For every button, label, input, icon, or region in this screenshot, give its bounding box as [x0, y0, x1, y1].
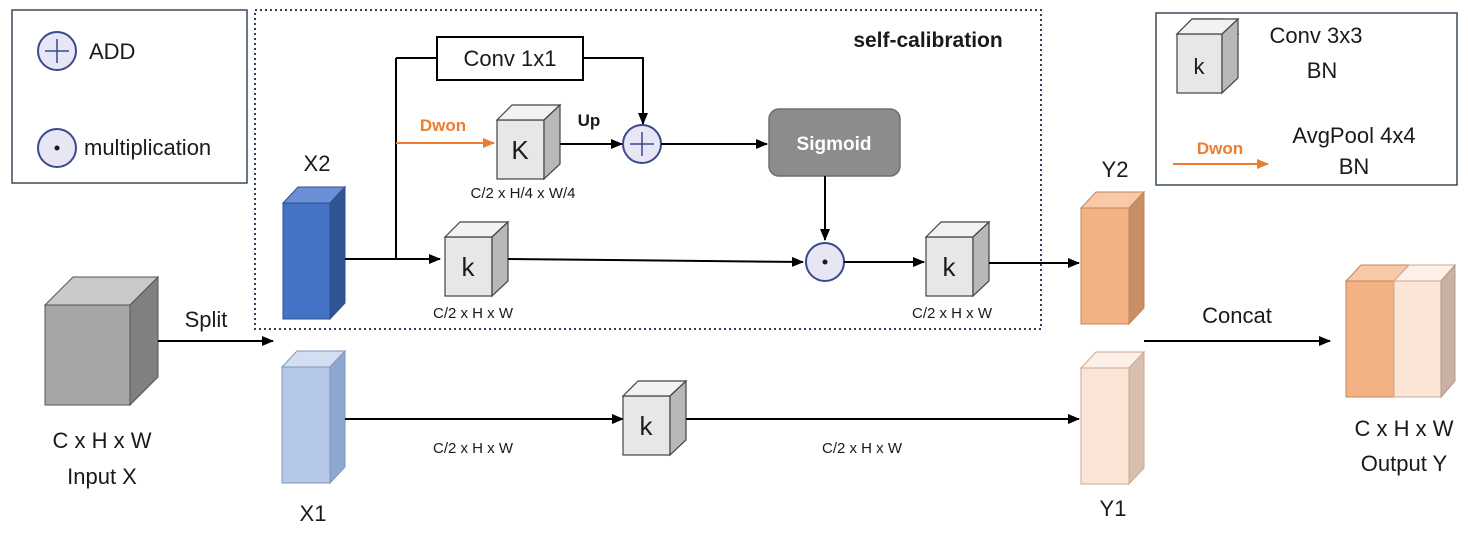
- avgpool-legend-label: AvgPool 4x4: [1292, 123, 1415, 148]
- down-label: Dwon: [420, 116, 466, 135]
- add-legend-label: ADD: [89, 39, 135, 64]
- input-name-label: Input X: [67, 464, 137, 489]
- self-calibration-title: self-calibration: [853, 29, 1002, 52]
- multiplication-legend-label: multiplication: [84, 135, 211, 160]
- k-mid1-dim-label: C/2 x H x W: [433, 305, 514, 322]
- k-mid2-dim-label: C/2 x H x W: [912, 305, 993, 322]
- output-name-label: Output Y: [1361, 451, 1448, 476]
- conv3x3-legend-label: Conv 3x3: [1270, 23, 1363, 48]
- add-operator-icon: [622, 124, 662, 164]
- k-mid2-cube: k: [924, 220, 991, 298]
- y2-label: Y2: [1102, 157, 1129, 182]
- bottom-left-dim-label: C/2 x H x W: [433, 440, 514, 457]
- k-bottom-letter: k: [640, 411, 654, 441]
- x1-cube: [280, 349, 347, 485]
- up-label: Up: [578, 111, 601, 130]
- input-dim-label: C x H x W: [53, 428, 152, 453]
- concat-label: Concat: [1202, 303, 1272, 328]
- split-label: Split: [185, 307, 228, 332]
- k-mid1-cube: k: [443, 220, 510, 298]
- y2-cube: [1079, 190, 1146, 326]
- add-legend-icon: [37, 31, 77, 71]
- x2-label: X2: [304, 151, 331, 176]
- k-bottom-cube: k: [621, 379, 688, 457]
- conv1x1-box: [436, 36, 584, 81]
- self-calibration-box: [254, 9, 1042, 330]
- k-mid2-letter: k: [943, 252, 957, 282]
- legend-left: ADD multiplication: [11, 9, 248, 184]
- x2-cube: [281, 185, 347, 321]
- k-to-mult-arrow: [507, 256, 804, 267]
- conv1x1-to-add-arrow: [583, 57, 648, 125]
- conv3x3-legend-letter: k: [1194, 54, 1206, 79]
- conv3x3-legend-cube: k: [1175, 17, 1240, 95]
- k-quarter-letter: K: [511, 135, 529, 165]
- input-x-cube: [43, 275, 160, 407]
- k-quarter-cube: K: [495, 103, 562, 181]
- output-y-cube: [1344, 263, 1457, 399]
- bottom-right-dim-label: C/2 x H x W: [822, 440, 903, 457]
- y1-cube: [1079, 350, 1146, 486]
- conv3x3-legend-bn: BN: [1307, 58, 1338, 83]
- conv1x1-label: Conv 1x1: [464, 46, 557, 71]
- legend-right: k Conv 3x3 BN Dwon AvgPool 4x4 BN: [1155, 12, 1458, 186]
- sigmoid-box: [768, 108, 901, 177]
- y1-label: Y1: [1100, 496, 1127, 521]
- multiply-operator-icon: [805, 242, 845, 282]
- multiplication-legend-icon: [37, 128, 77, 168]
- avgpool-legend-bn: BN: [1339, 154, 1370, 179]
- sigmoid-label: Sigmoid: [797, 134, 872, 155]
- down-legend-label: Dwon: [1197, 139, 1243, 158]
- x1-label: X1: [300, 501, 327, 526]
- output-dim-label: C x H x W: [1355, 416, 1454, 441]
- quarter-dim-label: C/2 x H/4 x W/4: [470, 185, 575, 202]
- k-mid1-letter: k: [462, 252, 476, 282]
